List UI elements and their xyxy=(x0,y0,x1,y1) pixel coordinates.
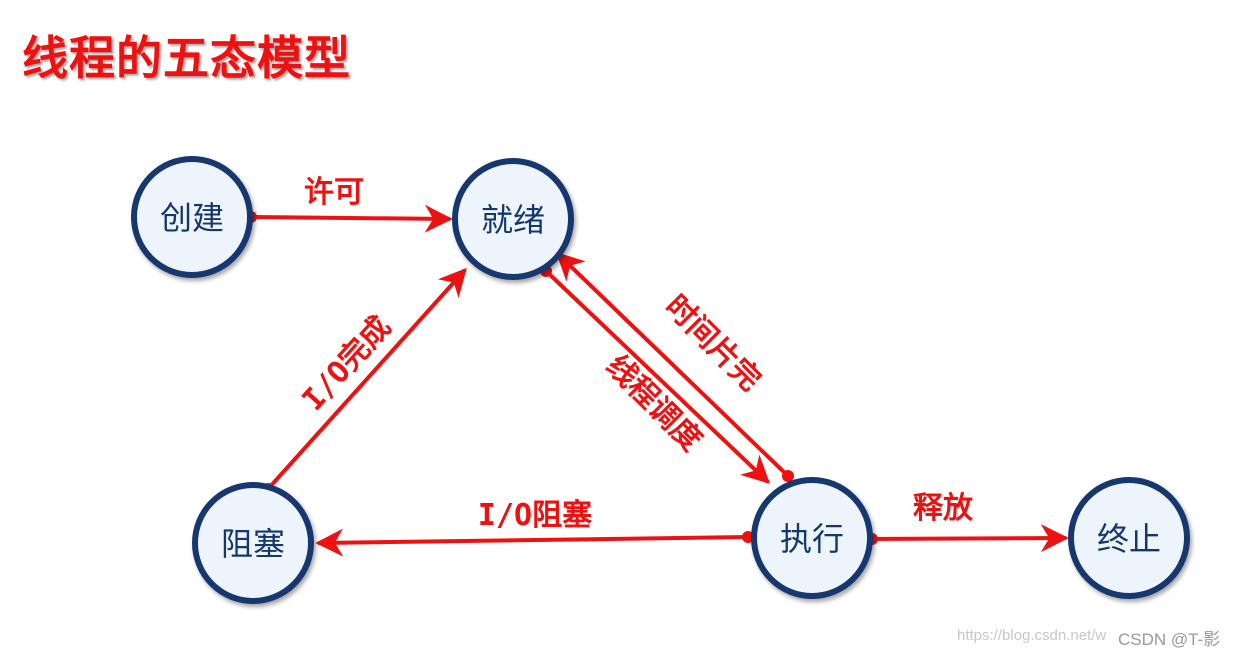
edge-release xyxy=(866,524,1069,553)
edge-timeout xyxy=(555,252,794,482)
edge-label-dispatch: 线程调度 xyxy=(599,348,709,458)
edge-io-done xyxy=(262,267,467,495)
state-label-create: 创建 xyxy=(160,199,224,237)
state-label-blocked: 阻塞 xyxy=(221,525,285,563)
state-label-terminated: 终止 xyxy=(1097,520,1161,558)
state-node-blocked: 阻塞 xyxy=(192,482,314,604)
state-node-running: 执行 xyxy=(751,477,873,599)
edge-io-wait xyxy=(315,528,754,557)
edge-label-release: 释放 xyxy=(913,491,974,526)
edge-label-io-wait: I/O阻塞 xyxy=(478,498,592,533)
state-label-ready: 就绪 xyxy=(481,201,545,239)
watermark-brand: CSDN @T-影 xyxy=(1118,630,1221,649)
edge-admit xyxy=(245,204,453,233)
state-label-running: 执行 xyxy=(780,520,844,558)
state-node-create: 创建 xyxy=(131,156,253,278)
state-node-ready: 就绪 xyxy=(452,158,574,280)
state-node-terminated: 终止 xyxy=(1068,477,1190,599)
edge-label-timeout: 时间片完 xyxy=(658,288,768,398)
watermark-url: https://blog.csdn.net/w xyxy=(957,627,1107,644)
diagram-title: 线程的五态模型 xyxy=(22,31,351,85)
edge-label-admit: 许可 xyxy=(304,175,364,210)
